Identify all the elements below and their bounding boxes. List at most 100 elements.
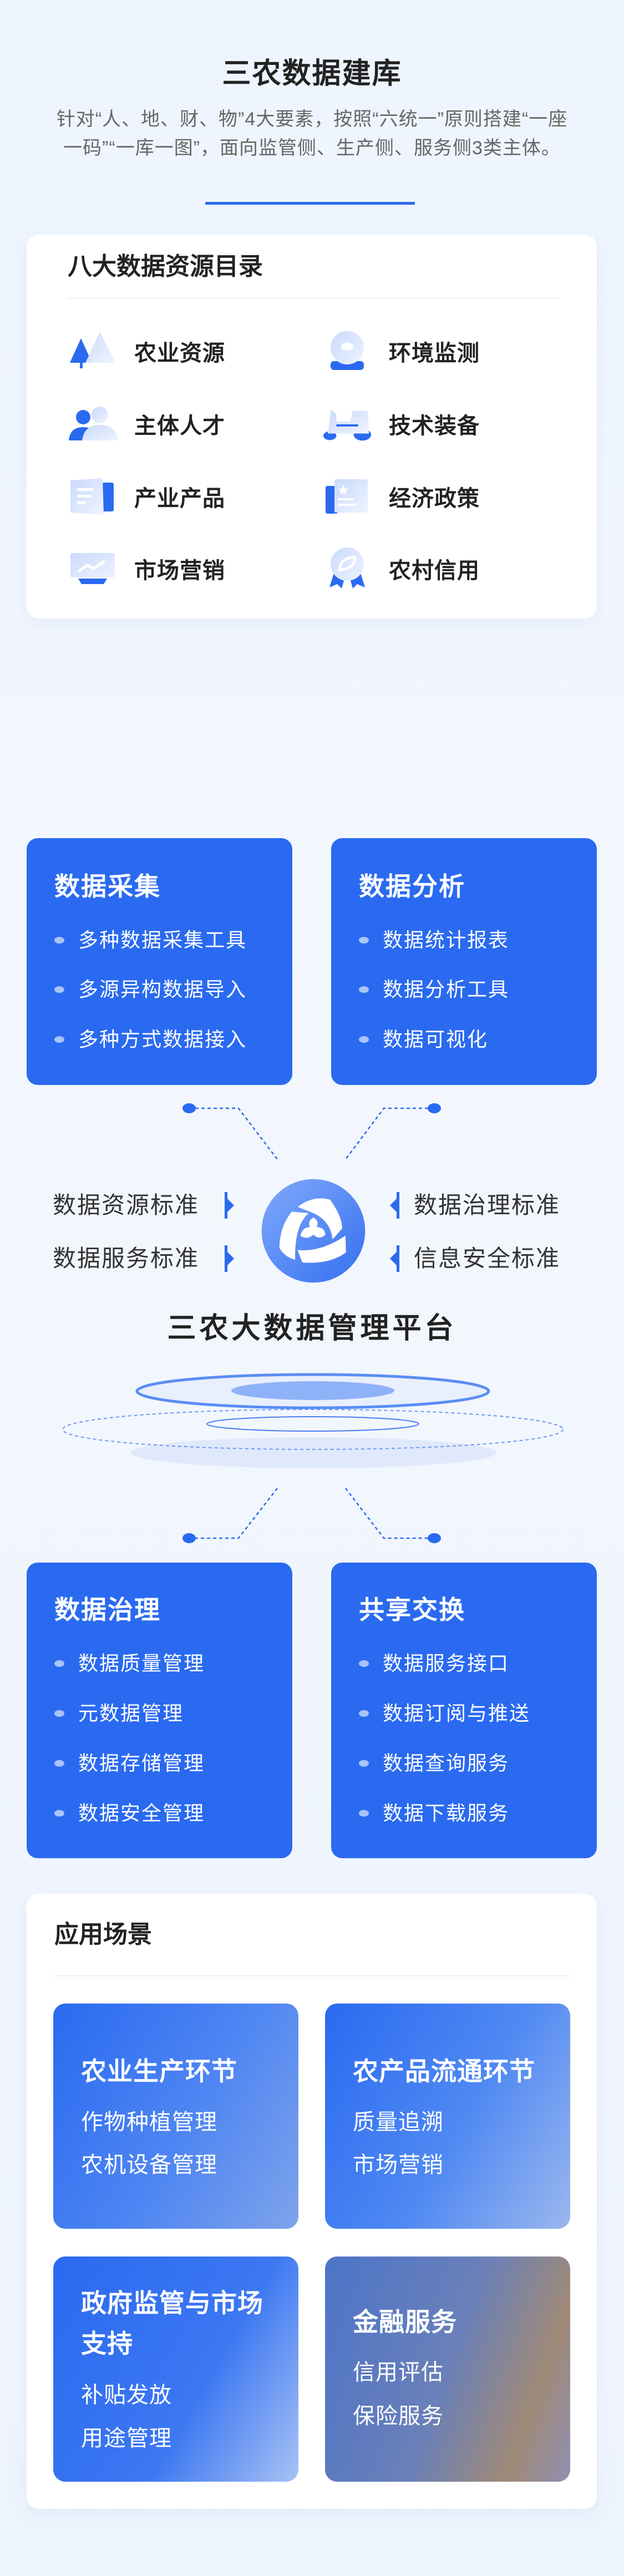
platform-dashed-ring <box>62 1409 564 1450</box>
bullet-icon <box>54 1760 64 1767</box>
bullet-icon <box>359 986 369 993</box>
bullet-icon <box>359 1036 369 1043</box>
scenarios-divider <box>54 1975 571 1976</box>
arrow-left-icon <box>390 1245 399 1272</box>
connector-dot <box>428 1533 441 1543</box>
platform-diagram <box>62 1103 564 1543</box>
box-item: 多种数据采集工具 <box>54 927 247 953</box>
box-item-label: 元数据管理 <box>78 1702 184 1725</box>
box-title: 数据治理 <box>54 1595 161 1624</box>
catalog-item-marketing[interactable]: 市场营销 <box>68 544 225 594</box>
catalog-item-policy[interactable]: 经济政策 <box>322 471 480 521</box>
bullet-icon <box>359 937 369 944</box>
monitor-sensor-icon <box>322 326 372 376</box>
box-item: 数据下载服务 <box>359 1801 509 1826</box>
bullet-icon <box>54 1660 64 1667</box>
tile-title: 农业生产环节 <box>81 2057 237 2086</box>
platform-inner-ring <box>206 1416 419 1432</box>
scenario-tile-agri-production[interactable]: 农业生产环节 作物种植管理 农机设备管理 <box>53 2004 298 2229</box>
bullet-icon <box>54 1036 64 1043</box>
catalog-item-label: 市场营销 <box>134 559 225 583</box>
tile-title: 农产品流通环节 <box>353 2057 535 2086</box>
box-item-label: 多源异构数据导入 <box>78 978 247 1001</box>
resource-catalog-card: 八大数据资源目录 农业资源 环境监测 主体人才 技术装备 产业产品 经济政策 市… <box>27 235 597 618</box>
connector-dot <box>182 1533 196 1543</box>
box-item: 数据安全管理 <box>54 1801 205 1826</box>
box-item-label: 数据可视化 <box>383 1028 489 1051</box>
tile-item: 补贴发放 <box>81 2383 172 2407</box>
tile-item: 用途管理 <box>81 2426 172 2451</box>
platform-glow <box>130 1437 496 1468</box>
catalog-item-label: 农村信用 <box>389 559 480 583</box>
catalog-item-talent[interactable]: 主体人才 <box>68 399 225 449</box>
catalog-item-agri-resource[interactable]: 农业资源 <box>68 326 225 376</box>
bullet-icon <box>359 1660 369 1667</box>
connector-dot <box>428 1103 441 1113</box>
box-item: 多种方式数据接入 <box>54 1027 247 1052</box>
tile-item: 信用评估 <box>353 2360 444 2385</box>
people-icon <box>68 399 118 449</box>
scenario-tile-government[interactable]: 政府监管与市场 支持 补贴发放 用途管理 <box>53 2256 298 2482</box>
tile-item: 质量追溯 <box>353 2110 444 2134</box>
scenarios-card: 应用场景 农业生产环节 作物种植管理 农机设备管理 农产品流通环节 质量追溯 市… <box>27 1894 597 2509</box>
box-item-label: 多种数据采集工具 <box>78 929 247 951</box>
catalog-item-equipment[interactable]: 技术装备 <box>322 399 480 449</box>
box-title: 数据分析 <box>359 872 465 901</box>
box-item-label: 数据统计报表 <box>383 929 510 951</box>
box-item: 数据服务接口 <box>359 1651 509 1676</box>
bullet-icon <box>359 1710 369 1717</box>
data-collection-box: 数据采集 多种数据采集工具 多源异构数据导入 多种方式数据接入 <box>27 838 292 1085</box>
box-item-label: 数据下载服务 <box>383 1802 510 1824</box>
box-item-label: 数据服务接口 <box>383 1652 510 1675</box>
bullet-icon <box>359 1760 369 1767</box>
box-title: 共享交换 <box>359 1595 465 1624</box>
tile-item: 农机设备管理 <box>81 2153 217 2177</box>
catalog-item-label: 环境监测 <box>389 341 480 366</box>
tile-title: 政府监管与市场 <box>81 2289 263 2318</box>
connector-line <box>345 1488 434 1539</box>
box-item-label: 数据安全管理 <box>78 1802 205 1824</box>
catalog-item-env-monitoring[interactable]: 环境监测 <box>322 326 480 376</box>
data-governance-box: 数据治理 数据质量管理 元数据管理 数据存储管理 数据安全管理 <box>27 1563 292 1858</box>
box-item: 数据统计报表 <box>359 927 509 953</box>
bullet-icon <box>54 1710 64 1717</box>
catalog-title: 八大数据资源目录 <box>68 253 263 280</box>
box-item-label: 数据存储管理 <box>78 1752 205 1774</box>
tractor-icon <box>322 399 372 449</box>
standard-label: 数据治理标准 <box>414 1192 561 1218</box>
document-icon <box>68 471 118 521</box>
catalog-item-label: 主体人才 <box>134 414 225 438</box>
scenario-tile-circulation[interactable]: 农产品流通环节 质量追溯 市场营销 <box>325 2004 570 2229</box>
standard-label: 信息安全标准 <box>414 1245 561 1271</box>
catalog-item-products[interactable]: 产业产品 <box>68 471 225 521</box>
platform-top-disc <box>231 1381 394 1400</box>
tile-title: 金融服务 <box>353 2308 457 2336</box>
tile-title: 支持 <box>81 2329 133 2358</box>
bullet-icon <box>359 1810 369 1817</box>
trees-icon <box>68 326 118 376</box>
catalog-item-credit[interactable]: 农村信用 <box>322 544 480 594</box>
box-item: 数据查询服务 <box>359 1751 509 1776</box>
bullet-icon <box>54 937 64 944</box>
catalog-item-label: 农业资源 <box>134 341 225 366</box>
standard-label: 数据服务标准 <box>53 1245 200 1271</box>
arrow-right-icon <box>225 1245 234 1272</box>
logo-icon <box>261 1179 366 1283</box>
scenario-tile-finance[interactable]: 金融服务 信用评估 保险服务 <box>325 2256 570 2482</box>
bullet-icon <box>54 1810 64 1817</box>
box-item-label: 多种方式数据接入 <box>78 1028 247 1051</box>
platform-name: 三农大数据管理平台 <box>167 1312 457 1345</box>
platform-logo <box>253 1171 373 1291</box>
box-item: 数据可视化 <box>359 1027 488 1052</box>
catalog-item-label: 技术装备 <box>389 414 480 438</box>
arrow-left-icon <box>390 1192 399 1219</box>
box-item: 数据分析工具 <box>359 977 509 1002</box>
catalog-item-label: 产业产品 <box>134 486 225 511</box>
connector-line <box>189 1488 278 1539</box>
box-item: 数据质量管理 <box>54 1651 205 1676</box>
sharing-exchange-box: 共享交换 数据服务接口 数据订阅与推送 数据查询服务 数据下载服务 <box>331 1563 597 1858</box>
box-item: 多源异构数据导入 <box>54 977 247 1002</box>
connector-line <box>189 1107 278 1160</box>
box-item: 数据存储管理 <box>54 1751 205 1776</box>
title-underline <box>205 202 415 205</box>
